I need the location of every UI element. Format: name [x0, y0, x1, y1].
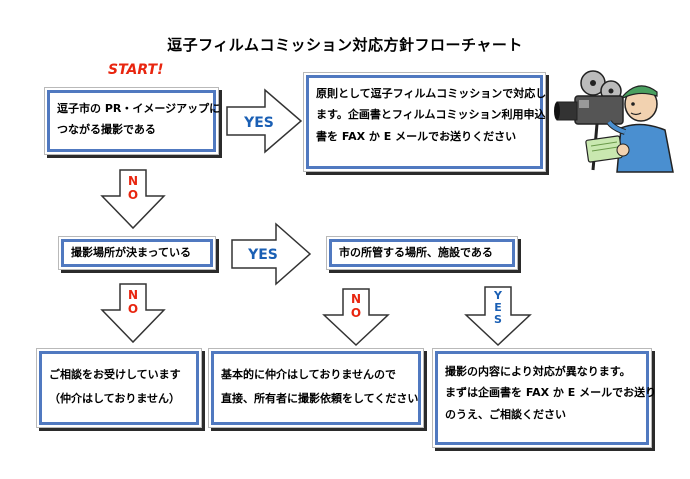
- question-city-facility-box: 市の所管する場所、施設である: [326, 236, 518, 270]
- question-pr-image-box: 逗子市の PR・イメージアップに つながる撮影である: [44, 87, 221, 155]
- no-label-o: O: [351, 306, 361, 320]
- no-arrow-down: N O: [100, 169, 166, 230]
- no-label-o: O: [128, 302, 138, 316]
- box-line: 直接、所有者に撮影依頼をしてください: [221, 392, 419, 406]
- box-line: つながる撮影である: [57, 123, 156, 137]
- box-line: 原則として逗子フィルムコミッションで対応し: [316, 87, 547, 100]
- yes-arrow-down: Y E S: [464, 286, 532, 347]
- no-arrow-down: N O: [322, 288, 390, 347]
- result-depends-on-content-box: 撮影の内容により対応が異なります。 まずは企画書を FAX か E メールでお送…: [432, 348, 657, 448]
- box-line: 逗子市の PR・イメージアップに: [57, 102, 221, 115]
- camera-operator-illustration: [554, 70, 674, 173]
- no-label-n: N: [128, 174, 138, 188]
- no-label-n: N: [351, 292, 361, 306]
- yes-label: YES: [243, 115, 274, 131]
- yes-label-y: Y: [493, 289, 503, 302]
- result-consultation-box: ご相談をお受けしています （仲介はしておりません）: [36, 348, 202, 428]
- yes-label-s: S: [494, 313, 502, 326]
- box-line: 市の所管する場所、施設である: [339, 246, 493, 260]
- box-line: ご相談をお受けしています: [49, 368, 181, 381]
- box-line: 書を FAX か E メールでお送りください: [316, 129, 517, 143]
- yes-label: YES: [247, 247, 278, 263]
- box-line: まずは企画書を FAX か E メールでお送り: [445, 386, 657, 400]
- box-line: （仲介はしておりません）: [49, 392, 181, 406]
- box-line: 基本的に仲介はしておりませんので: [221, 368, 397, 381]
- no-label-o: O: [128, 188, 138, 202]
- yes-arrow-right: YES: [231, 222, 312, 286]
- no-arrow-down: N O: [100, 283, 166, 344]
- box-line: 撮影場所が決まっている: [71, 246, 192, 260]
- start-label: START!: [108, 62, 164, 78]
- result-fc-response-box: 原則として逗子フィルムコミッションで対応し ます。企画書とフィルムコミッション利…: [303, 72, 546, 172]
- result-contact-owner-box: 基本的に仲介はしておりませんので 直接、所有者に撮影依頼をしてください: [208, 348, 424, 428]
- yes-arrow-right: YES: [226, 88, 303, 154]
- box-line: のうえ、ご相談ください: [445, 407, 566, 421]
- no-label-n: N: [128, 288, 138, 302]
- page-title: 逗子フィルムコミッション対応方針フローチャート: [167, 36, 523, 54]
- box-line: ます。企画書とフィルムコミッション利用申込: [316, 108, 546, 122]
- yes-label-e: E: [494, 301, 502, 314]
- question-location-decided-box: 撮影場所が決まっている: [58, 236, 216, 270]
- box-line: 撮影の内容により対応が異なります。: [445, 365, 631, 378]
